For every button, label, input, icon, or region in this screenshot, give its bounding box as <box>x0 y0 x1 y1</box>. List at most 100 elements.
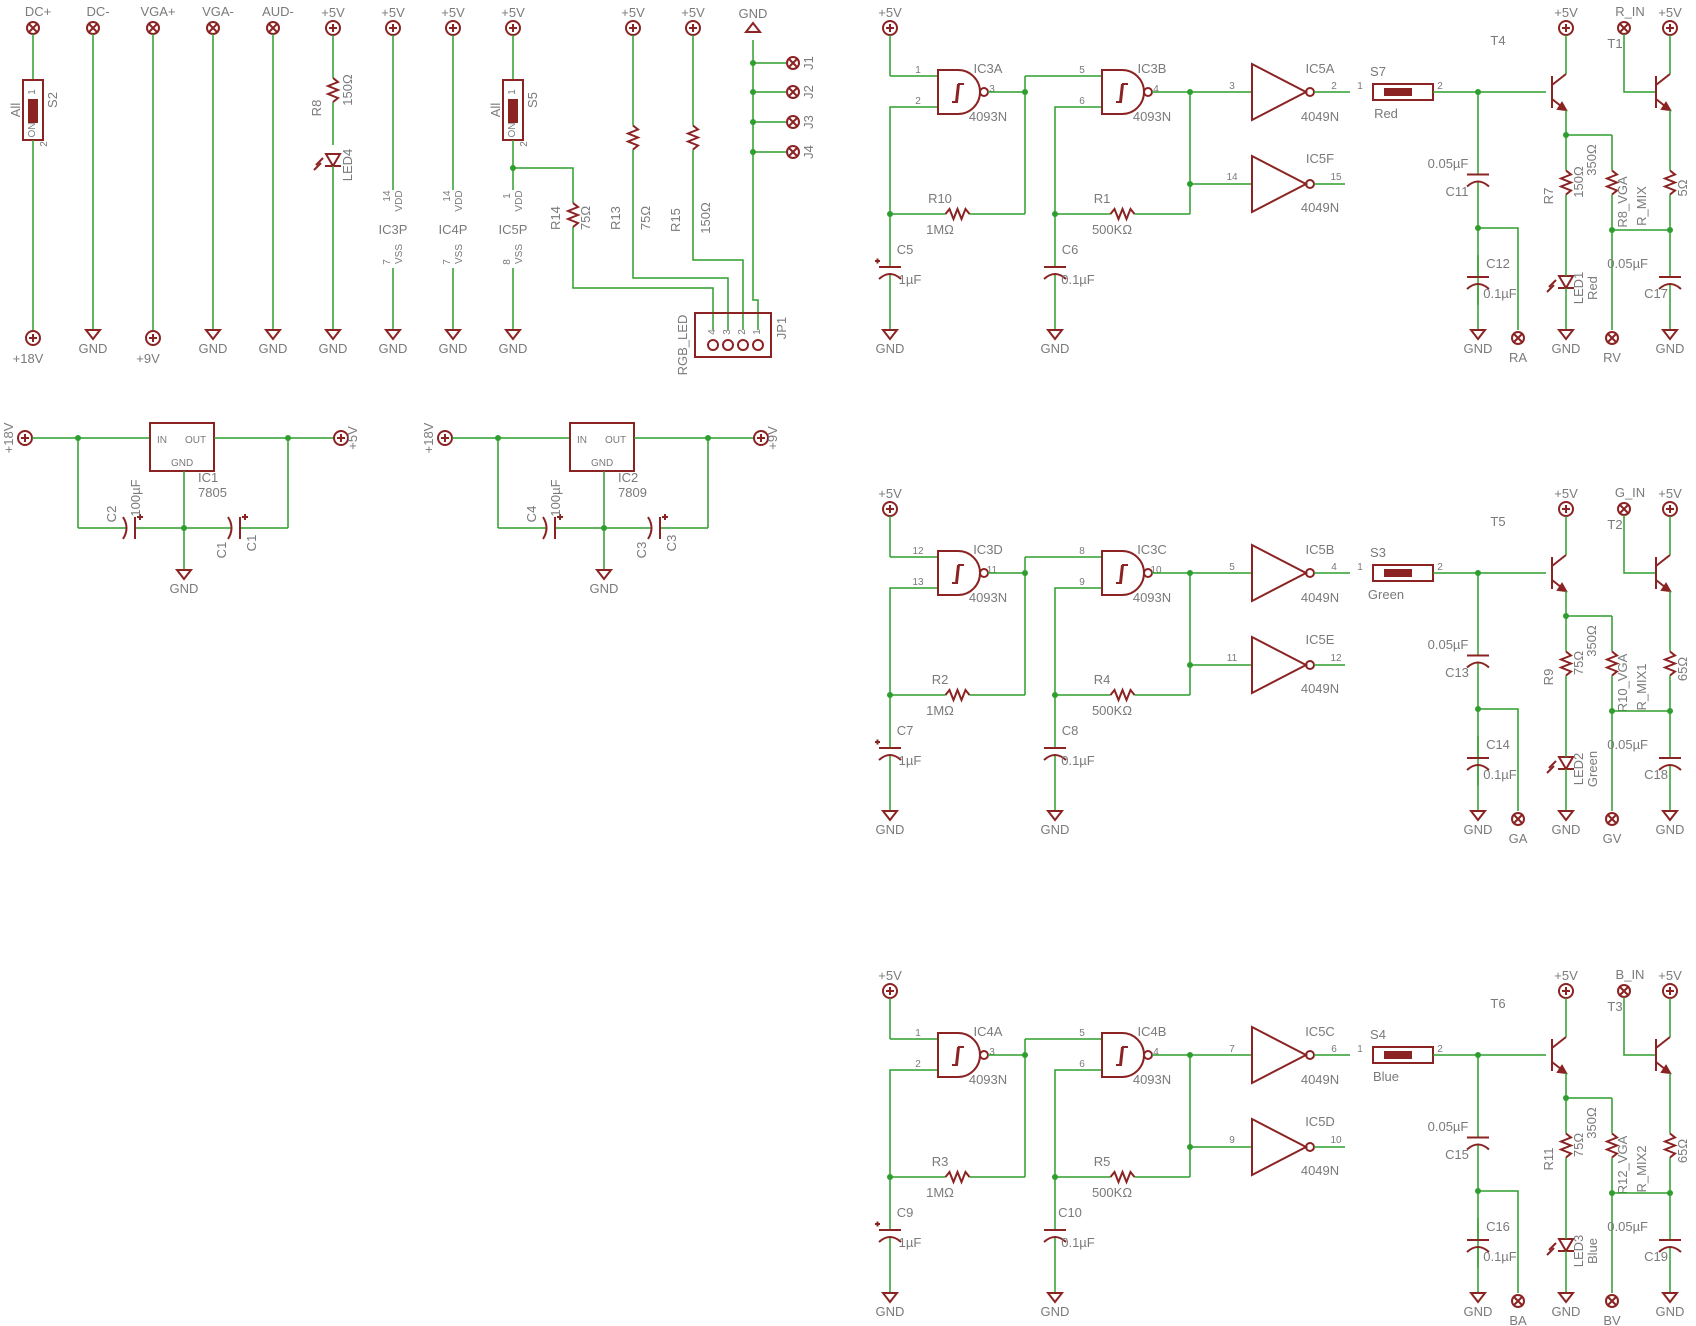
jp1-pin <box>722 339 734 351</box>
led-ray <box>313 162 322 171</box>
emitter-arrow <box>1556 582 1568 593</box>
led-name: LED1 <box>1571 272 1586 305</box>
supply-label: +18V <box>1 422 16 453</box>
connector-rail: DC+AllS21ON2+18VDC-GNDVGA++9VVGA-GNDAUD-… <box>8 4 816 375</box>
gnd-label: GND <box>439 341 468 356</box>
pin-number: 4 <box>707 329 718 335</box>
pin-name: VDD <box>454 190 465 211</box>
gnd-symbol: GND <box>876 1292 904 1319</box>
gate-name: IC5E <box>1306 632 1335 647</box>
capacitor-name: C8 <box>1062 723 1079 738</box>
capacitor-curve <box>1466 661 1490 669</box>
resistor-value: 150Ω <box>698 202 713 234</box>
gnd-triangle <box>1468 329 1488 341</box>
resistor-zigzag <box>1109 206 1136 222</box>
gate-name: IC3B <box>1138 61 1167 76</box>
capacitor-curve <box>1466 1246 1490 1253</box>
supply-symbol <box>145 330 161 346</box>
input-label: B_IN <box>1616 967 1645 982</box>
switch-name: S4 <box>1370 1027 1386 1042</box>
gnd-symbol: GND <box>1464 810 1492 837</box>
gnd-symbol: GND <box>439 329 468 356</box>
resistor-value: 1MΩ <box>926 222 954 237</box>
switch-slider <box>1384 1051 1412 1059</box>
connector-pad <box>1617 984 1631 998</box>
gnd-label: GND <box>1552 1304 1581 1319</box>
resistor-name: R15 <box>668 208 683 232</box>
capacitor-value: 0.05µF <box>1428 156 1469 171</box>
pad-x2 <box>1513 333 1523 343</box>
inverter-body <box>1251 1117 1309 1177</box>
gate-part: 4049N <box>1301 200 1339 215</box>
transistor-collector <box>1551 73 1567 86</box>
supply-symbol: +5V <box>1554 968 1578 999</box>
jack-label: J2 <box>801 85 816 99</box>
led-name: LED4 <box>340 149 355 182</box>
resistor-value: 1MΩ <box>926 703 954 718</box>
gnd-symbol: GND <box>1041 810 1069 837</box>
emitter-arrow <box>1660 1064 1672 1075</box>
gnd-label: GND <box>79 341 108 356</box>
regulator-body <box>569 422 635 472</box>
gnd-triangle <box>880 1292 900 1304</box>
emitter-arrow <box>1660 582 1672 593</box>
capacitor-curve <box>1043 754 1067 761</box>
resistor-value: 65Ω <box>1675 657 1690 681</box>
resistor-name: R8 <box>309 100 324 117</box>
resistor-name: R13 <box>608 206 623 230</box>
connector-label: VGA+ <box>140 4 175 19</box>
pad-x2 <box>88 23 98 33</box>
gnd-triangle <box>594 569 614 581</box>
pin-number: 11 <box>987 565 998 576</box>
pin-name: VSS <box>394 244 405 264</box>
jp1-pin <box>737 339 749 351</box>
pin-number: 6 <box>1079 1059 1085 1070</box>
capacitor-name: C1 <box>244 535 259 552</box>
dip-slider <box>28 99 38 123</box>
switch-label: Blue <box>1373 1069 1399 1084</box>
capacitor-value: 0.1µF <box>1061 753 1095 768</box>
supply-symbol: +5V <box>621 5 645 36</box>
capacitor-name: C18 <box>1644 767 1668 782</box>
resistor-value: 75Ω <box>1571 651 1586 675</box>
resistor-zigzag <box>625 124 641 151</box>
supply-symbol: +5V <box>878 5 902 36</box>
ic-name: IC1 <box>198 470 218 485</box>
pin-name: OUT <box>185 435 206 446</box>
pad-x2 <box>148 23 158 33</box>
supply-label: +5V <box>878 968 902 983</box>
pin-number: 2 <box>915 96 921 107</box>
wire <box>1054 587 1102 695</box>
resistor-name: R10 <box>928 191 952 206</box>
resistor-value: 350Ω <box>1584 144 1599 176</box>
gnd-triangle <box>1556 329 1576 341</box>
gnd-triangle <box>203 329 223 341</box>
jp1-body <box>694 312 772 358</box>
capacitor-curve <box>542 516 548 540</box>
pad-circle <box>1511 1294 1525 1308</box>
gnd-triangle <box>880 810 900 822</box>
pin-number: 9 <box>1229 1135 1235 1146</box>
gnd-triangle <box>263 329 283 341</box>
gate-part: 4093N <box>1133 590 1171 605</box>
capacitor-name: C2 <box>104 506 119 523</box>
gnd-symbol: GND <box>1552 1292 1581 1319</box>
transistor-collector <box>1551 554 1567 567</box>
gnd-triangle <box>383 329 403 341</box>
wire <box>632 240 729 330</box>
switch-label: All <box>488 103 503 118</box>
pin-number: 7 <box>382 259 393 265</box>
resistor-zigzag <box>1558 169 1574 196</box>
pin-number: 1 <box>752 329 763 335</box>
capacitor-curve <box>1466 764 1490 771</box>
pin-number: 5 <box>1079 1028 1085 1039</box>
gnd-label: GND <box>319 341 348 356</box>
jp1-pin <box>707 339 719 351</box>
connector-label: DC+ <box>25 4 51 19</box>
capacitor-curve <box>1466 283 1490 290</box>
output-label: RA <box>1509 350 1527 365</box>
pad-x2 <box>1513 814 1523 824</box>
led-ray <box>1548 760 1557 769</box>
